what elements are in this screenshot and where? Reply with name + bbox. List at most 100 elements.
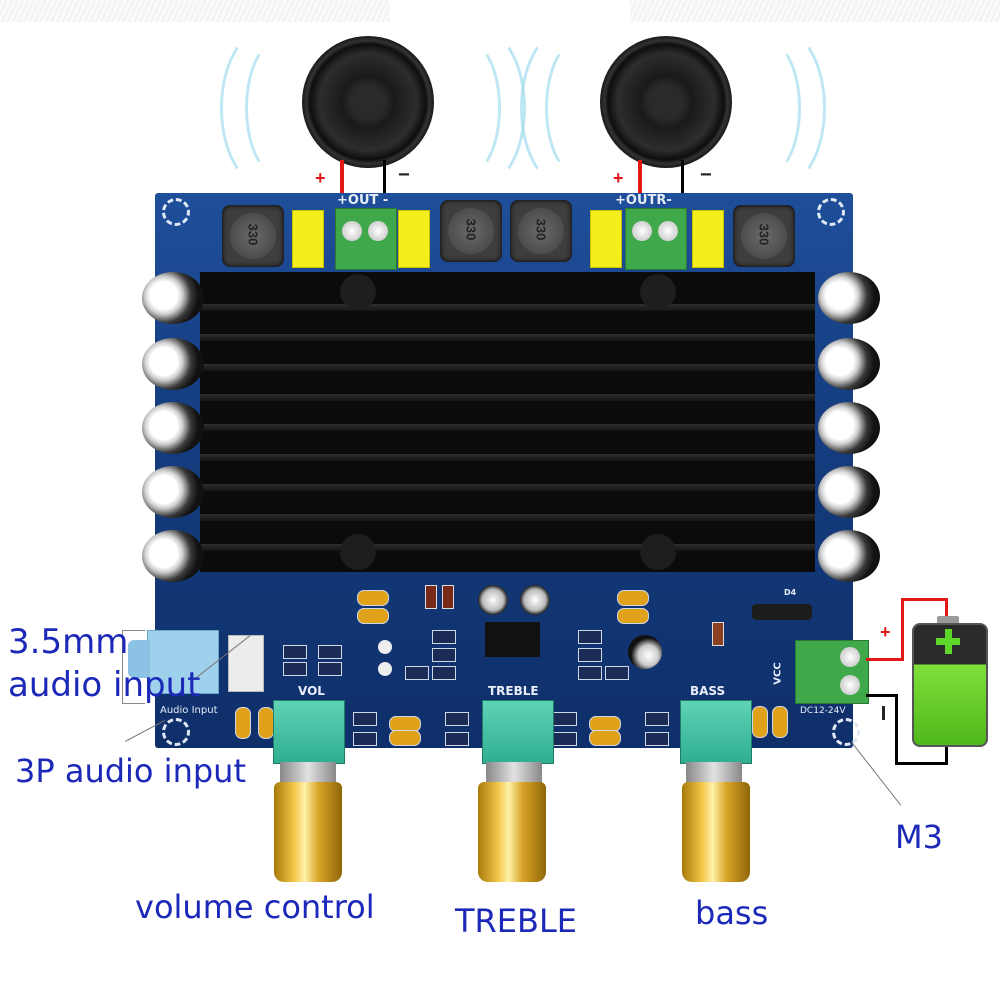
screw-icon bbox=[342, 221, 362, 241]
smd-resistor bbox=[432, 666, 456, 680]
heatsink-fin bbox=[200, 544, 815, 551]
smd-capacitor bbox=[617, 608, 649, 624]
small-electrolytic-capacitor bbox=[520, 585, 550, 615]
top-hatch-right bbox=[630, 0, 1000, 22]
screw-icon bbox=[632, 221, 652, 241]
battery-wire-black bbox=[866, 694, 898, 697]
heatsink-fin bbox=[200, 394, 815, 401]
heatsink-fin bbox=[200, 484, 815, 491]
heatsink-fin bbox=[200, 364, 815, 371]
inductor-value: 330 bbox=[245, 223, 261, 246]
smd-resistor bbox=[283, 662, 307, 676]
smd-resistor bbox=[353, 712, 377, 726]
electrolytic-capacitor bbox=[142, 402, 204, 454]
smd-resistor bbox=[445, 712, 469, 726]
plus-sign: + bbox=[613, 168, 624, 188]
smd-resistor bbox=[553, 732, 577, 746]
sound-wave-icon bbox=[220, 30, 306, 186]
silkscreen-vol: VOL bbox=[298, 684, 325, 698]
smd-resistor bbox=[645, 712, 669, 726]
smd-capacitor bbox=[752, 706, 768, 738]
battery-minus-sign-icon bbox=[882, 706, 885, 720]
smd-resistor bbox=[318, 645, 342, 659]
battery-wire-black bbox=[895, 762, 947, 765]
smd-resistor bbox=[578, 648, 602, 662]
screw-icon bbox=[658, 221, 678, 241]
heatsink-fin bbox=[200, 304, 815, 311]
smd-resistor bbox=[645, 732, 669, 746]
label-3p-audio-input: 3P audio input bbox=[15, 752, 246, 790]
small-electrolytic-capacitor bbox=[478, 585, 508, 615]
small-electrolytic-capacitor bbox=[628, 635, 662, 669]
smd-capacitor bbox=[589, 730, 621, 746]
film-capacitor bbox=[692, 210, 724, 268]
inductor: 330 bbox=[510, 200, 572, 262]
volume-knob[interactable] bbox=[274, 782, 342, 882]
plus-sign: + bbox=[315, 168, 326, 188]
smd-capacitor bbox=[258, 707, 274, 739]
smd-capacitor bbox=[772, 706, 788, 738]
silkscreen-out-left: +OUT - bbox=[337, 193, 389, 208]
silkscreen-vcc: VCC bbox=[772, 662, 784, 685]
battery-wire-red bbox=[901, 598, 904, 661]
smd-resistor bbox=[318, 662, 342, 676]
heatsink-fin bbox=[200, 334, 815, 341]
heatsink-screw-icon bbox=[640, 534, 676, 570]
treble-knob[interactable] bbox=[478, 782, 546, 882]
small-electrolytic-capacitor bbox=[378, 662, 392, 676]
smd-resistor bbox=[712, 622, 724, 646]
mounting-hole-icon bbox=[162, 718, 190, 746]
terminal-out-right bbox=[625, 208, 687, 270]
potentiometer-body bbox=[482, 700, 554, 764]
top-hatch-left bbox=[0, 0, 390, 22]
mounting-hole-icon bbox=[817, 198, 845, 226]
label-bass: bass bbox=[695, 894, 769, 932]
electrolytic-capacitor bbox=[142, 530, 204, 582]
screw-icon bbox=[840, 647, 860, 667]
three-pin-connector[interactable] bbox=[228, 635, 264, 692]
battery-wire-red bbox=[901, 598, 947, 601]
battery-wire-black bbox=[895, 694, 898, 764]
silkscreen-out-right: +OUTR- bbox=[615, 193, 672, 208]
electrolytic-capacitor bbox=[818, 530, 880, 582]
electrolytic-capacitor bbox=[818, 402, 880, 454]
smd-resistor bbox=[353, 732, 377, 746]
label-m3: M3 bbox=[895, 818, 943, 856]
speaker-right-wire-red bbox=[638, 160, 642, 215]
inductor: 330 bbox=[440, 200, 502, 262]
smd-resistor bbox=[578, 630, 602, 644]
speaker-left-wire-black bbox=[383, 160, 386, 215]
heatsink-fin bbox=[200, 514, 815, 521]
smd-capacitor bbox=[235, 707, 251, 739]
smd-resistor bbox=[553, 712, 577, 726]
silkscreen-dc-range: DC12-24V bbox=[800, 706, 846, 716]
potentiometer-body bbox=[680, 700, 752, 764]
battery-cap bbox=[937, 616, 959, 624]
silkscreen-bass: BASS bbox=[690, 684, 726, 698]
audio-jack-barrel bbox=[128, 640, 150, 678]
minus-sign: − bbox=[700, 164, 712, 186]
smd-capacitor bbox=[357, 590, 389, 606]
inductor-value: 330 bbox=[533, 218, 549, 241]
inductor: 330 bbox=[733, 205, 795, 267]
electrolytic-capacitor bbox=[142, 272, 204, 324]
film-capacitor bbox=[292, 210, 324, 268]
smd-resistor bbox=[445, 732, 469, 746]
inductor-value: 330 bbox=[756, 223, 772, 246]
smd-resistor bbox=[432, 648, 456, 662]
audio-jack-3-5mm[interactable] bbox=[147, 630, 219, 694]
sound-wave-icon bbox=[440, 30, 526, 186]
film-capacitor bbox=[590, 210, 622, 268]
electrolytic-capacitor bbox=[142, 466, 204, 518]
speaker-right-wire-black bbox=[681, 160, 684, 215]
power-terminal[interactable] bbox=[795, 640, 869, 704]
bass-knob[interactable] bbox=[682, 782, 750, 882]
speaker-left-icon bbox=[302, 36, 434, 168]
sound-wave-icon bbox=[740, 30, 826, 186]
smd-resistor bbox=[578, 666, 602, 680]
smd-resistor bbox=[605, 666, 629, 680]
speaker-left-wire-red bbox=[340, 160, 344, 215]
heatsink bbox=[200, 272, 815, 572]
heatsink-screw-icon bbox=[340, 274, 376, 310]
heatsink-fin bbox=[200, 424, 815, 431]
